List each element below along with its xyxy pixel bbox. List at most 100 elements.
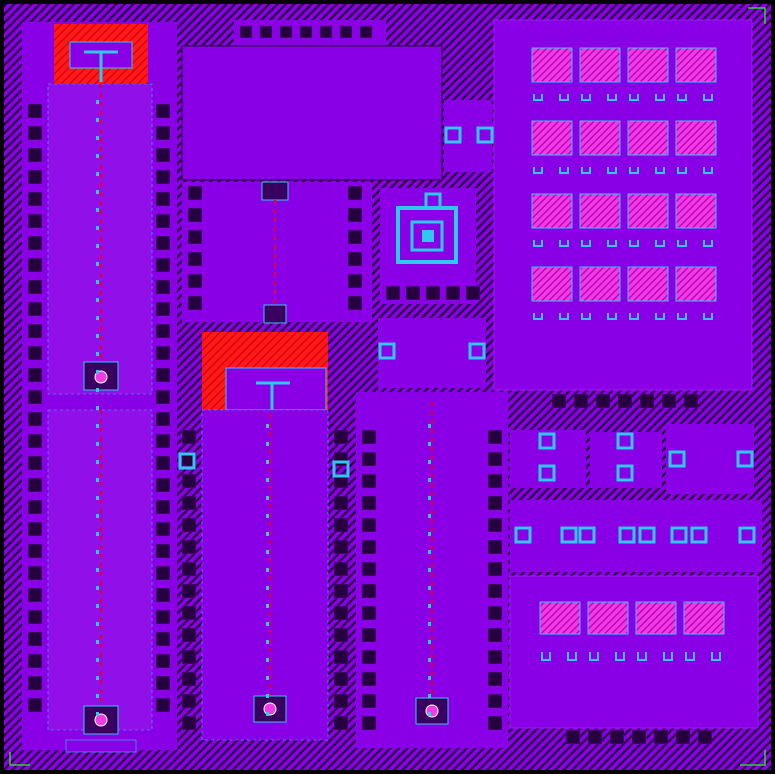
- contact-cell: [187, 185, 203, 201]
- gate-tick: [96, 334, 99, 338]
- contact-cell: [333, 495, 349, 511]
- gate-tick: [266, 622, 269, 626]
- top-center-capacitor: [181, 20, 443, 181]
- gate-tick: [96, 712, 99, 716]
- resistor-terminal: [685, 652, 721, 661]
- gate-tick: [428, 550, 431, 554]
- contact-cell: [347, 251, 363, 267]
- gate-tick: [266, 550, 269, 554]
- via-contact-icon: [444, 126, 462, 144]
- contact-cell: [181, 693, 197, 709]
- contact-cell: [347, 229, 363, 245]
- resistor-pad-icon: [683, 601, 725, 635]
- contact-cell: [27, 279, 43, 295]
- contact-cell: [181, 627, 197, 643]
- contact-cell: [487, 605, 503, 621]
- contact-cell: [361, 517, 377, 533]
- gate-tick: [266, 694, 269, 698]
- contact-cell: [487, 429, 503, 445]
- contact-cell: [155, 191, 171, 207]
- contact-cell: [155, 367, 171, 383]
- contact-cell: [361, 495, 377, 511]
- contact-cell: [361, 561, 377, 577]
- contact-cell: [187, 229, 203, 245]
- contact-cell: [155, 411, 171, 427]
- contact-cell: [155, 147, 171, 163]
- contact-cell: [425, 285, 441, 301]
- via-contact-icon: [616, 464, 634, 482]
- contact-cell: [587, 729, 603, 745]
- contact-cell: [181, 539, 197, 555]
- bottom-right-resistor-array: [509, 575, 759, 729]
- via-contact-icon: [476, 126, 494, 144]
- contact-cell: [27, 433, 43, 449]
- contact-cell: [361, 693, 377, 709]
- gate-tick: [96, 280, 99, 284]
- contact-cell: [573, 393, 589, 409]
- contact-cell: [155, 301, 171, 317]
- contact-cell: [487, 627, 503, 643]
- gate-tick: [96, 640, 99, 644]
- contact-cell: [155, 345, 171, 361]
- resistor-pad-icon: [675, 120, 717, 156]
- gate-tick: [96, 676, 99, 680]
- resistor-terminal: [533, 313, 569, 320]
- contact-cell: [181, 583, 197, 599]
- contact-cell: [187, 273, 203, 289]
- gate-tick: [96, 172, 99, 176]
- contact-cell: [155, 455, 171, 471]
- contact-cell: [181, 605, 197, 621]
- contact-cell: [487, 561, 503, 577]
- contact-cell: [279, 25, 293, 39]
- via-contact-icon: [668, 450, 686, 468]
- contact-cell: [27, 213, 43, 229]
- resistor-pad-icon: [587, 601, 629, 635]
- contact-cell: [27, 631, 43, 647]
- resistor-terminal: [637, 652, 673, 661]
- center-transistor-column: [201, 332, 329, 741]
- gate-tick: [266, 532, 269, 536]
- contact-cell: [347, 273, 363, 289]
- gate-tick: [96, 424, 99, 428]
- top-connector-strip: [444, 100, 492, 172]
- contact-cell: [155, 543, 171, 559]
- via-contact-icon: [690, 526, 708, 544]
- resistor-pad-icon: [531, 193, 573, 229]
- resistor-pad-icon: [531, 120, 573, 156]
- gate-tick: [96, 208, 99, 212]
- contact-cell: [181, 517, 197, 533]
- corner-mark-bottom-left: [9, 752, 30, 766]
- corner-mark-bottom-right: [740, 750, 766, 766]
- gate-tick: [266, 604, 269, 608]
- contact-cell: [155, 235, 171, 251]
- resistor-terminal: [629, 167, 665, 174]
- via-contact-icon: [616, 432, 634, 450]
- via-contact-icon: [514, 526, 532, 544]
- transistor-gate-icon: [84, 50, 118, 82]
- left-lower-via: [94, 713, 108, 727]
- guard-ring-inner: [410, 220, 444, 252]
- gate-tick: [96, 532, 99, 536]
- right-row-block: [510, 500, 762, 572]
- via-contact-icon: [332, 460, 350, 478]
- contact-cell: [361, 451, 377, 467]
- contact-cell: [155, 587, 171, 603]
- gate-tick: [428, 658, 431, 662]
- contact-cell: [27, 191, 43, 207]
- contact-cell: [181, 429, 197, 445]
- contact-cell: [27, 477, 43, 493]
- resistor-pad-icon: [579, 120, 621, 156]
- contact-cell: [487, 583, 503, 599]
- contact-cell: [155, 631, 171, 647]
- contact-cell: [27, 411, 43, 427]
- center-right-source-contact: [415, 697, 449, 725]
- resistor-pad-icon: [635, 601, 677, 635]
- contact-cell: [155, 697, 171, 713]
- resistor-terminal: [581, 240, 617, 247]
- contact-cell: [653, 729, 669, 745]
- gate-tick: [96, 622, 99, 626]
- contact-cell: [333, 539, 349, 555]
- gate-tick: [428, 640, 431, 644]
- resistor-terminal: [629, 313, 665, 320]
- resistor-pad-icon: [627, 193, 669, 229]
